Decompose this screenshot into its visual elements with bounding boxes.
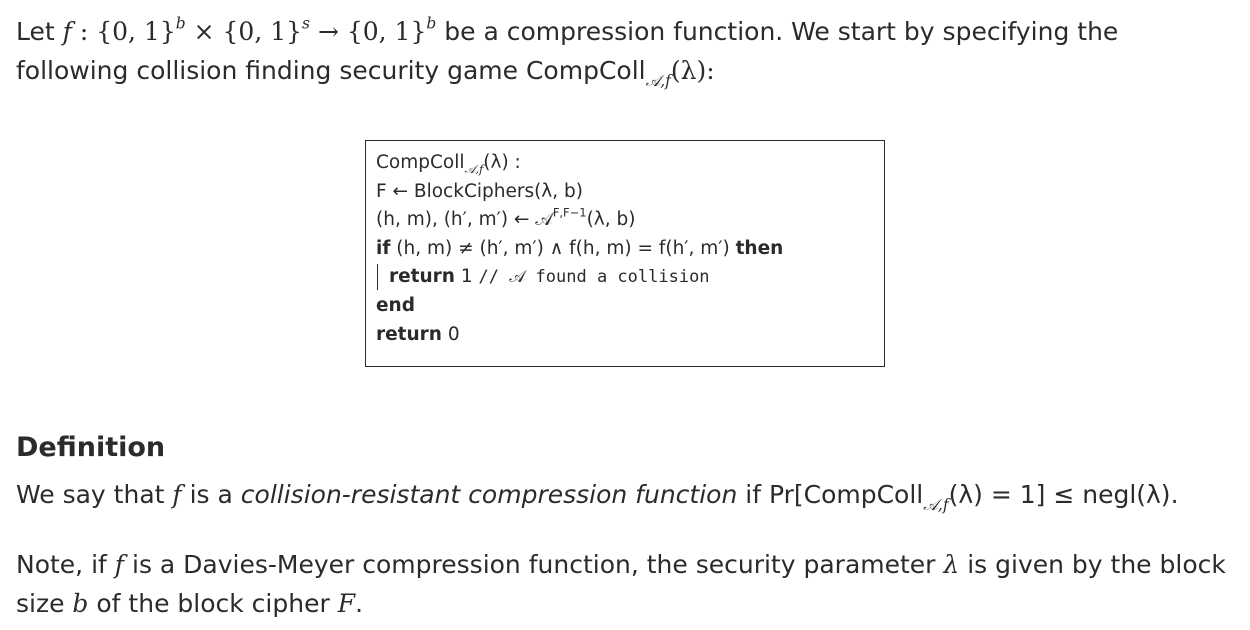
math-lambda: λ — [943, 550, 960, 579]
algo-line-return1: return 1 // 𝒜 found a collision — [376, 263, 874, 292]
intro-text: be a compression function. We start by s… — [16, 17, 1119, 85]
algo-line-keygen: F ← BlockCiphers(λ, b) — [376, 178, 874, 207]
note-text: Note, if — [16, 550, 115, 579]
algo-text: 0 — [441, 323, 460, 345]
algo-text: F ← BlockCiphers(λ, b) — [376, 180, 583, 202]
keyword-return: return — [389, 266, 455, 288]
def-text: if Pr[CompColl — [737, 480, 924, 509]
math-f: f — [114, 550, 125, 579]
math-s: s — [302, 14, 310, 33]
algo-text: (h, m), (h′, m′) ← 𝒜 — [376, 209, 553, 231]
note-text: of the block cipher — [88, 589, 338, 618]
keyword-end: end — [376, 294, 415, 316]
keyword-then: then — [735, 237, 784, 259]
algo-line-end: end — [376, 292, 874, 321]
math-b: b — [426, 14, 437, 33]
algo-comment: // 𝒜 found a collision — [478, 267, 710, 288]
algo-line-if: if (h, m) ≠ (h′, m′) ∧ f(h, m) = f(h′, m… — [376, 235, 874, 264]
math-subscript: 𝒜,f — [923, 495, 949, 514]
note-paragraph: Note, if f is a Davies-Meyer compression… — [16, 545, 1236, 623]
math-f: f — [62, 17, 72, 46]
note-text: . — [355, 589, 364, 618]
intro-text: Let — [16, 17, 63, 46]
def-text: We say that — [16, 480, 173, 509]
math-F: F — [337, 589, 356, 618]
keyword-return: return — [376, 323, 442, 345]
math-b: b — [72, 589, 89, 618]
algo-text: (λ) : — [483, 152, 521, 173]
defined-term: collision-resistant compression function — [240, 480, 738, 509]
algo-condition: (h, m) ≠ (h′, m′) ∧ f(h, m) = f(h′, m′) — [390, 237, 736, 259]
indent-bar: return 1 // 𝒜 found a collision — [377, 264, 710, 291]
algo-line-adversary: (h, m), (h′, m′) ← 𝒜F,F−1(λ, b) — [376, 206, 874, 235]
note-text: is given by the block size — [16, 550, 1226, 618]
definition-paragraph: We say that f is a collision-resistant c… — [16, 475, 1231, 514]
math-f: f — [172, 480, 182, 509]
algo-text: CompColl — [376, 152, 465, 173]
definition-title: Definition — [16, 432, 166, 463]
def-text: (λ) = 1] ≤ negl(λ). — [948, 480, 1179, 509]
def-text: is a — [181, 480, 241, 509]
math-times: × {0, 1} — [185, 17, 303, 46]
algo-line-header: CompColl𝒜,f(λ) : — [376, 149, 874, 178]
math-b: b — [175, 14, 186, 33]
math-subscript: 𝒜,f — [464, 162, 484, 177]
math-arrow: → {0, 1} — [310, 17, 427, 46]
note-text: is a Davies-Meyer compression function, … — [124, 550, 944, 579]
algo-text: (λ, b) — [586, 209, 636, 231]
algorithm-box: CompColl𝒜,f(λ) : F ← BlockCiphers(λ, b) … — [365, 140, 885, 367]
math-subscript: 𝒜,f — [645, 71, 671, 90]
math-lambda: (λ): — [670, 56, 715, 85]
math-domain: : {0, 1} — [71, 17, 176, 46]
algo-text: 1 — [454, 266, 479, 288]
algo-line-return0: return 0 — [376, 321, 874, 350]
oracle-superscript: F,F−1 — [552, 205, 587, 220]
intro-paragraph: Let f : {0, 1}b × {0, 1}s → {0, 1}b be a… — [16, 12, 1231, 90]
keyword-if: if — [376, 237, 391, 259]
